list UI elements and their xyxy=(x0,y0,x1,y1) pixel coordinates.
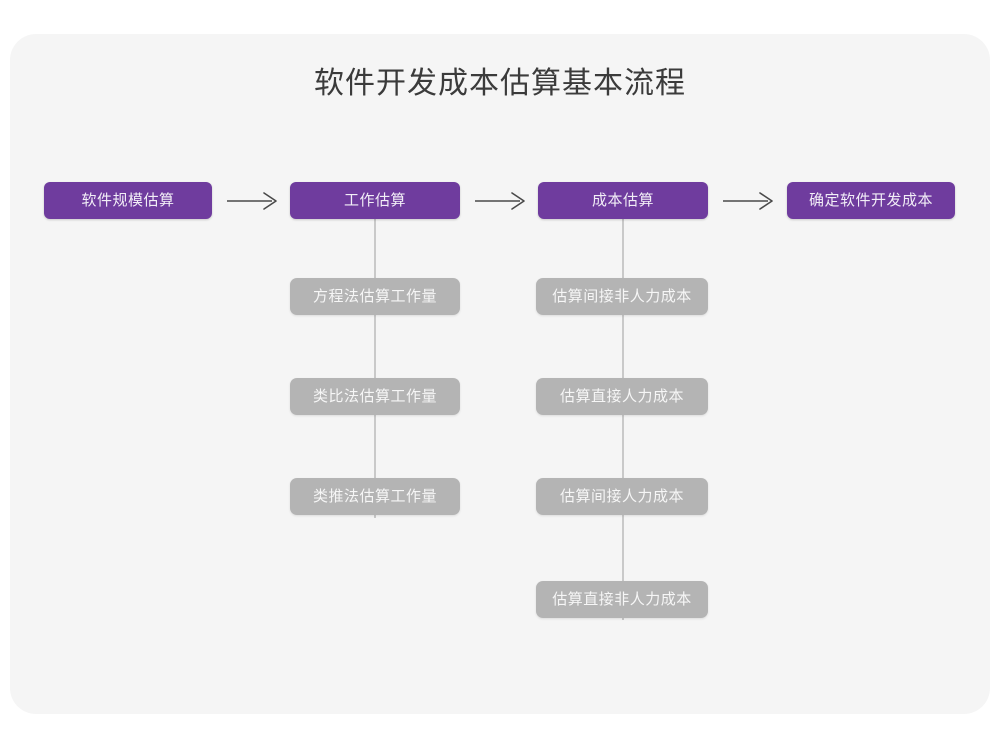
stage-node-software-scale[interactable]: 软件规模估算 xyxy=(44,182,212,219)
stage-node-final-cost[interactable]: 确定软件开发成本 xyxy=(787,182,955,219)
substep-node-indirect-nonlabor-cost[interactable]: 估算间接非人力成本 xyxy=(536,278,708,315)
page-title: 软件开发成本估算基本流程 xyxy=(314,67,686,100)
stage-node-effort-estimation[interactable]: 工作估算 xyxy=(290,182,460,219)
stage-node-cost-estimation[interactable]: 成本估算 xyxy=(538,182,708,219)
substep-node-analogy-method[interactable]: 类比法估算工作量 xyxy=(290,378,460,415)
substep-node-equation-method[interactable]: 方程法估算工作量 xyxy=(290,278,460,315)
stage-node-label: 确定软件开发成本 xyxy=(808,192,933,209)
arrow-right-icon-3 xyxy=(722,188,776,214)
substep-node-direct-nonlabor-cost[interactable]: 估算直接非人力成本 xyxy=(536,581,708,618)
stage-node-label: 软件规模估算 xyxy=(81,192,175,209)
substep-node-label: 估算间接人力成本 xyxy=(559,488,684,505)
arrow-right-icon-2 xyxy=(474,188,528,214)
substep-node-label: 类比法估算工作量 xyxy=(312,388,437,405)
substep-node-label: 类推法估算工作量 xyxy=(312,488,437,505)
substep-node-label: 估算直接非人力成本 xyxy=(552,591,692,608)
substep-node-label: 方程法估算工作量 xyxy=(312,288,437,305)
substep-node-label: 估算间接非人力成本 xyxy=(552,288,692,305)
substep-node-label: 估算直接人力成本 xyxy=(559,388,684,405)
arrow-right-icon-1 xyxy=(226,188,280,214)
stage-node-label: 成本估算 xyxy=(591,192,654,209)
substep-node-indirect-labor-cost[interactable]: 估算间接人力成本 xyxy=(536,478,708,515)
substep-node-direct-labor-cost[interactable]: 估算直接人力成本 xyxy=(536,378,708,415)
substep-node-deduction-method[interactable]: 类推法估算工作量 xyxy=(290,478,460,515)
diagram-card xyxy=(10,34,990,714)
connector-line-effort xyxy=(374,218,376,518)
connector-line-cost xyxy=(622,218,624,620)
stage-node-label: 工作估算 xyxy=(343,192,406,209)
